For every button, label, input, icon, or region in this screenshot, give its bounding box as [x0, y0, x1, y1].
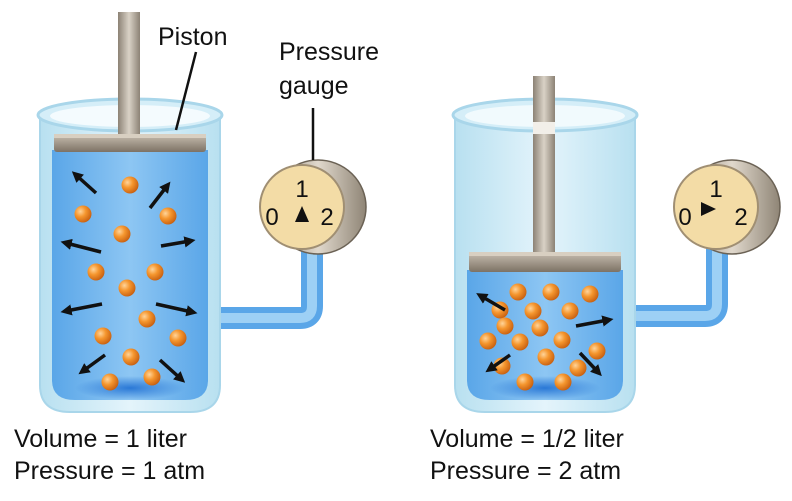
gas-molecule: [113, 225, 131, 243]
right-volume-caption: Volume = 1/2 liter: [430, 425, 624, 453]
pressure-gauge-label-line2: gauge: [279, 72, 349, 100]
right-pressure-caption: Pressure = 2 atm: [430, 457, 622, 485]
motion-arrow: [158, 358, 186, 383]
motion-arrow: [575, 315, 614, 328]
left-gauge-tube: [205, 238, 323, 329]
gauge-mark-0: 0: [265, 204, 278, 231]
gas-molecule: [121, 176, 139, 194]
right-piston: [469, 252, 621, 272]
right-container: 1 0 2: [451, 76, 781, 413]
gas-molecule: [537, 348, 555, 366]
gas-molecule: [159, 207, 177, 225]
gauge-mark-0: 0: [678, 204, 691, 231]
gauge-face: [673, 164, 759, 250]
left-molecules: [74, 176, 187, 391]
left-piston-rod: [118, 12, 140, 134]
left-pressure-caption: Pressure = 1 atm: [14, 457, 206, 485]
left-pressure-gauge: 1 0 2: [259, 159, 367, 255]
gauge-mark-1: 1: [709, 176, 722, 203]
motion-arrow: [148, 181, 171, 210]
gas-molecule: [531, 319, 549, 337]
gas-molecule: [87, 263, 105, 281]
left-container: 1 0 2: [36, 12, 367, 413]
gas-molecule: [581, 285, 599, 303]
gas-molecule: [569, 359, 587, 377]
motion-arrow: [71, 171, 98, 195]
gas-molecule: [122, 348, 140, 366]
gas-molecule: [516, 373, 534, 391]
gas-molecule: [146, 263, 164, 281]
right-piston-rod: [533, 76, 555, 254]
gas-molecule: [169, 329, 187, 347]
gauge-mark-2: 2: [320, 204, 333, 231]
gauge-needle-icon: [701, 202, 716, 216]
gauge-mark-1: 1: [295, 176, 308, 203]
gas-molecule: [143, 368, 161, 386]
motion-arrow: [476, 293, 506, 312]
gas-molecule: [479, 332, 497, 350]
gas-molecule: [554, 373, 572, 391]
gas-molecule: [138, 310, 156, 328]
pressure-gauge-label-line1: Pressure: [279, 38, 379, 66]
right-motion-arrows: [476, 293, 614, 377]
motion-arrow: [60, 302, 103, 316]
gas-molecule: [94, 327, 112, 345]
gas-molecule: [561, 302, 579, 320]
gas-molecule: [74, 205, 92, 223]
gas-molecule: [496, 317, 514, 335]
gas-molecule: [101, 373, 119, 391]
gas-molecule: [524, 302, 542, 320]
motion-arrow: [578, 351, 602, 377]
left-piston: [54, 134, 206, 152]
piston-leader-line: [174, 51, 198, 131]
motion-arrow: [485, 353, 512, 373]
piston-label: Piston: [158, 23, 227, 51]
left-motion-arrows: [60, 171, 198, 383]
right-pressure-gauge: 1 0 2: [673, 159, 781, 255]
gas-molecule: [553, 331, 571, 349]
gauge-mark-2: 2: [734, 204, 747, 231]
left-volume-caption: Volume = 1 liter: [14, 425, 188, 453]
gas-molecule: [542, 283, 560, 301]
motion-arrow: [160, 236, 196, 248]
gauge-needle-icon: [295, 206, 309, 222]
gas-molecule: [511, 333, 529, 351]
gas-molecule: [118, 279, 136, 297]
motion-arrow: [60, 238, 102, 254]
gas-molecule: [509, 283, 527, 301]
motion-arrow: [78, 353, 107, 375]
motion-arrow: [155, 302, 198, 317]
gas-molecule: [588, 342, 606, 360]
right-molecules: [479, 283, 606, 391]
